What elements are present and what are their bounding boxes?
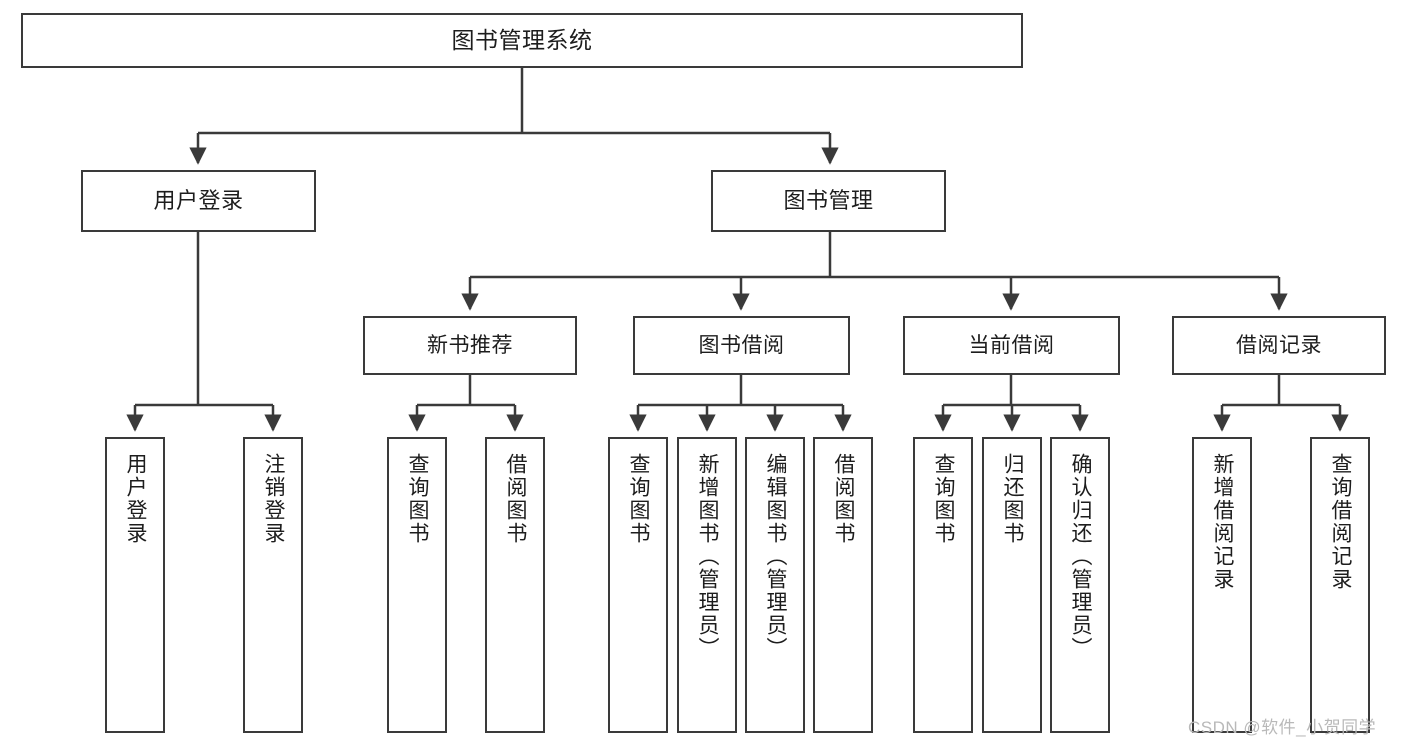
leaf-query-book-rec-label: 查询图书 xyxy=(406,453,430,545)
node-new-book-rec[interactable]: 新书推荐 xyxy=(363,316,577,375)
node-book-manage[interactable]: 图书管理 xyxy=(711,170,946,232)
leaf-query-book-cur[interactable]: 查询图书 xyxy=(913,437,973,733)
leaf-query-book-label: 查询图书 xyxy=(627,453,651,545)
leaf-add-book[interactable]: 新增图书（管理员） xyxy=(677,437,737,733)
leaf-edit-book-label: 编辑图书（管理员） xyxy=(764,453,788,660)
leaf-user-logout[interactable]: 注销登录 xyxy=(243,437,303,733)
node-book-borrow-label: 图书借阅 xyxy=(698,333,785,357)
leaf-query-record[interactable]: 查询借阅记录 xyxy=(1310,437,1370,733)
node-book-manage-label: 图书管理 xyxy=(783,187,874,213)
node-borrow-record-label: 借阅记录 xyxy=(1236,333,1322,357)
leaf-return-book-label: 归还图书 xyxy=(1001,453,1025,545)
leaf-add-book-label: 新增图书（管理员） xyxy=(696,453,720,660)
csdn-watermark: CSDN @软件_小贺同学 xyxy=(1188,718,1377,737)
leaf-return-book[interactable]: 归还图书 xyxy=(982,437,1042,733)
leaf-query-book[interactable]: 查询图书 xyxy=(608,437,668,733)
node-user-login-label: 用户登录 xyxy=(153,187,244,213)
node-book-borrow[interactable]: 图书借阅 xyxy=(633,316,850,375)
leaf-user-login-label: 用户登录 xyxy=(124,453,148,545)
leaf-borrow-book-rec-label: 借阅图书 xyxy=(504,453,528,545)
leaf-query-book-rec[interactable]: 查询图书 xyxy=(387,437,447,733)
node-user-login[interactable]: 用户登录 xyxy=(81,170,316,232)
leaf-edit-book[interactable]: 编辑图书（管理员） xyxy=(745,437,805,733)
leaf-query-book-cur-label: 查询图书 xyxy=(932,453,956,545)
leaf-user-login[interactable]: 用户登录 xyxy=(105,437,165,733)
leaf-user-logout-label: 注销登录 xyxy=(262,453,286,545)
leaf-add-record[interactable]: 新增借阅记录 xyxy=(1192,437,1252,733)
node-current-borrow[interactable]: 当前借阅 xyxy=(903,316,1120,375)
leaf-query-record-label: 查询借阅记录 xyxy=(1329,453,1353,591)
leaf-borrow-book-rec[interactable]: 借阅图书 xyxy=(485,437,545,733)
leaf-confirm-return-label: 确认归还（管理员） xyxy=(1069,453,1093,660)
node-new-book-rec-label: 新书推荐 xyxy=(427,333,513,357)
leaf-confirm-return[interactable]: 确认归还（管理员） xyxy=(1050,437,1110,733)
node-borrow-record[interactable]: 借阅记录 xyxy=(1172,316,1386,375)
node-root-label: 图书管理系统 xyxy=(451,26,593,53)
node-root[interactable]: 图书管理系统 xyxy=(21,13,1023,68)
node-current-borrow-label: 当前借阅 xyxy=(968,333,1055,357)
leaf-add-record-label: 新增借阅记录 xyxy=(1211,453,1235,591)
leaf-borrow-book-label: 借阅图书 xyxy=(832,453,856,545)
leaf-borrow-book[interactable]: 借阅图书 xyxy=(813,437,873,733)
